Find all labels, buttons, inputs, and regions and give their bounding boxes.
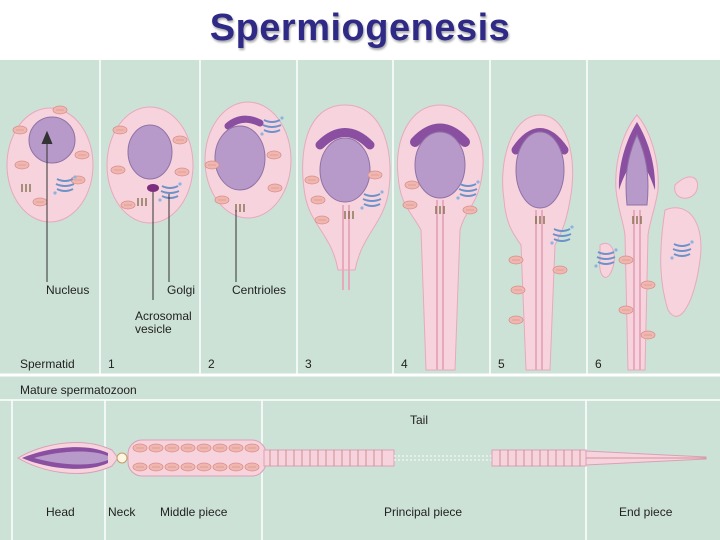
stage-5-cell: [502, 114, 575, 371]
neck-label: Neck: [108, 505, 136, 519]
vesicle-label: vesicle: [135, 322, 172, 336]
acrosomal-label: Acrosomal: [135, 309, 192, 323]
panel-dividers: [99, 60, 588, 375]
stage-2-label: 2: [208, 357, 215, 371]
stage-5-label: 5: [498, 357, 505, 371]
head-label: Head: [46, 505, 75, 519]
slide-title: Spermiogenesis: [209, 7, 511, 49]
principal-piece-label: Principal piece: [384, 505, 462, 519]
mature-spermatozoon: [17, 439, 707, 477]
stage-row-spermatid: Spermatid: [20, 357, 75, 371]
stage-2-cell: [204, 101, 292, 219]
mature-spermatozoon-heading: Mature spermatozoon: [20, 383, 137, 397]
stage-4-label: 4: [401, 357, 408, 371]
spermiogenesis-figure: Nucleus Golgi Acrosomal vesicle Centriol…: [0, 60, 720, 540]
stage-3-cell: [302, 104, 391, 290]
stage-1-cell: [106, 106, 194, 224]
spermatid-cell: [6, 105, 94, 223]
stage-6-label: 6: [595, 357, 602, 371]
stage-1-label: 1: [108, 357, 115, 371]
leader-lines: [41, 130, 237, 300]
middle-piece-label: Middle piece: [160, 505, 228, 519]
stage-3-label: 3: [305, 357, 312, 371]
diagram-svg: Nucleus Golgi Acrosomal vesicle Centriol…: [0, 60, 720, 540]
golgi-label: Golgi: [167, 283, 195, 297]
end-piece-label: End piece: [619, 505, 673, 519]
centrioles-label: Centrioles: [232, 283, 286, 297]
stage-4-cell: [396, 104, 484, 371]
stage-6-cell: [593, 114, 702, 371]
nucleus-label: Nucleus: [46, 283, 89, 297]
tail-label: Tail: [410, 413, 428, 427]
